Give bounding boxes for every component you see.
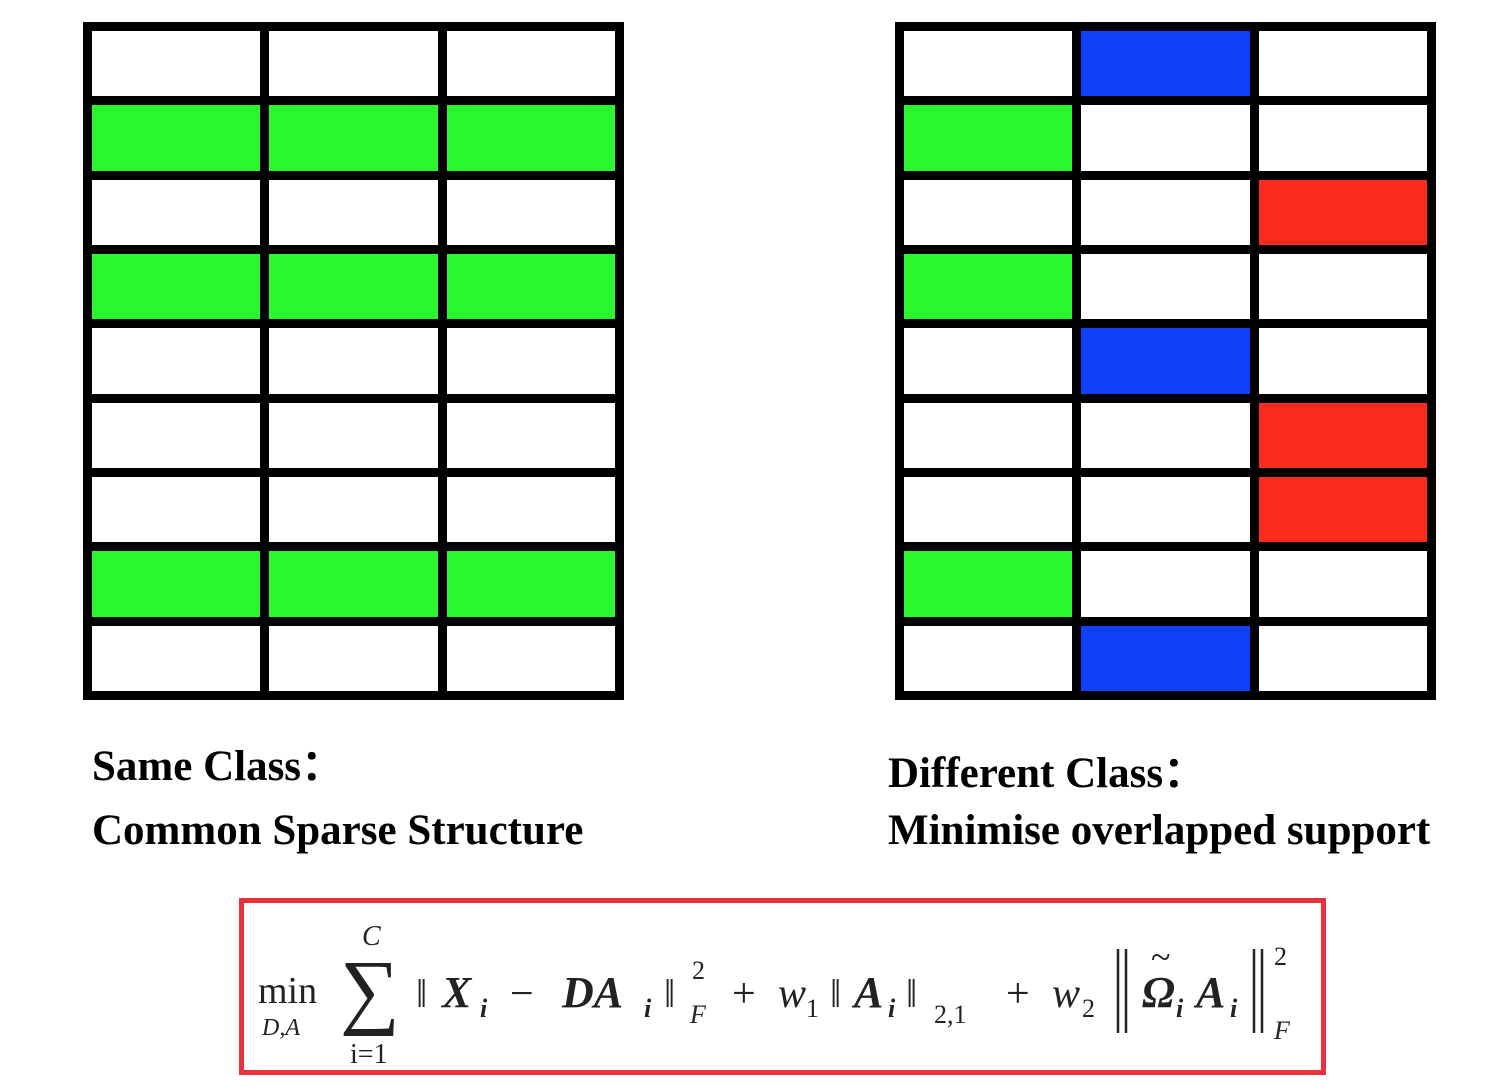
different-class-cell-r5-c1-empty — [904, 328, 1073, 394]
different-class-cell-r3-c3-red — [1258, 179, 1427, 245]
formula-plus-2: + — [1006, 971, 1030, 1017]
different-class-cell-r1-c1-empty — [904, 31, 1073, 97]
formula-X: X — [440, 968, 473, 1017]
different-class-subtitle: Minimise overlapped support — [888, 807, 1431, 854]
formula-norm-close-1: ‖ — [664, 971, 675, 1016]
formula-A-index-1: i — [644, 994, 652, 1023]
formula-w1: w — [778, 971, 806, 1017]
formula-minus: − — [510, 971, 534, 1017]
different-class-cell-r3-c1-empty — [904, 179, 1073, 245]
different-class-title: Different Class： — [888, 750, 1207, 797]
different-class-cell-r8-c1-green — [904, 551, 1073, 617]
same-class-cell-r5-c2-empty — [269, 328, 438, 394]
formula-exp-1: 2 — [692, 956, 705, 985]
different-class-cell-r6-c2-empty — [1081, 402, 1250, 468]
same-class-cell-r3-c1-empty — [92, 179, 261, 245]
formula-sum-upper: C — [362, 921, 381, 952]
formula-Omega: Ω — [1142, 968, 1175, 1017]
same-class-cell-r7-c1-empty — [92, 477, 261, 543]
same-class-cell-r2-c2-green — [269, 105, 438, 171]
formula-sum-symbol: ∑ — [340, 944, 400, 1037]
formula-plus-1: + — [732, 971, 756, 1017]
formula-sum-lower: i=1 — [350, 1039, 388, 1070]
different-class-cell-r5-c2-blue — [1081, 328, 1250, 394]
different-class-cell-r2-c1-green — [904, 105, 1073, 171]
different-class-cell-r9-c1-empty — [904, 625, 1073, 691]
formula-A-index-3: i — [1230, 994, 1238, 1023]
same-class-cell-r9-c1-empty — [92, 625, 261, 691]
formula-min-subscript: D,A — [261, 1015, 300, 1041]
different-class-cell-r1-c3-empty — [1258, 31, 1427, 97]
same-class-cell-r6-c1-empty — [92, 402, 261, 468]
formula-w2: w — [1052, 971, 1080, 1017]
formula-X-index: i — [480, 994, 488, 1023]
same-class-cell-r5-c1-empty — [92, 328, 261, 394]
formula-A-3: A — [1193, 968, 1225, 1017]
different-class-cell-r2-c2-empty — [1081, 105, 1250, 171]
different-class-cell-r4-c3-empty — [1258, 254, 1427, 320]
formula-exp-2: 2 — [1274, 942, 1287, 971]
formula-A-index-2: i — [888, 994, 896, 1023]
same-class-subtitle: Common Sparse Structure — [92, 807, 584, 854]
same-class-cell-r9-c3-empty — [446, 625, 615, 691]
different-class-cell-r3-c2-empty — [1081, 179, 1250, 245]
same-class-cell-r4-c2-green — [269, 254, 438, 320]
same-class-cell-r8-c3-green — [446, 551, 615, 617]
different-class-cell-r9-c3-empty — [1258, 625, 1427, 691]
same-class-cell-r1-c1-empty — [92, 31, 261, 97]
same-class-cell-r9-c2-empty — [269, 625, 438, 691]
formula-min: min — [258, 970, 317, 1012]
same-class-cell-r7-c2-empty — [269, 477, 438, 543]
objective-formula-box: min D,A C ∑ i=1 ‖ X i − DA i ‖ 2 F + w 1… — [239, 898, 1326, 1075]
different-class-cell-r6-c1-empty — [904, 402, 1073, 468]
different-class-grid — [895, 22, 1436, 700]
formula-sub-F-2: F — [1273, 1016, 1291, 1045]
same-class-cell-r1-c2-empty — [269, 31, 438, 97]
same-class-cell-r8-c2-green — [269, 551, 438, 617]
different-class-cell-r4-c2-empty — [1081, 254, 1250, 320]
same-class-title: Same Class： — [92, 743, 345, 790]
same-class-cell-r6-c3-empty — [446, 402, 615, 468]
formula-sub-21: 2,1 — [934, 1000, 967, 1029]
formula-Omega-index: i — [1176, 994, 1184, 1023]
same-class-cell-r6-c2-empty — [269, 402, 438, 468]
same-class-cell-r8-c1-green — [92, 551, 261, 617]
same-class-cell-r4-c3-green — [446, 254, 615, 320]
same-class-cell-r2-c3-green — [446, 105, 615, 171]
same-class-cell-r4-c1-green — [92, 254, 261, 320]
same-class-cell-r2-c1-green — [92, 105, 261, 171]
formula-A-2: A — [851, 968, 883, 1017]
same-class-cell-r7-c3-empty — [446, 477, 615, 543]
different-class-cell-r7-c2-empty — [1081, 477, 1250, 543]
formula-w2-index: 2 — [1082, 994, 1095, 1023]
different-class-cell-r8-c2-empty — [1081, 551, 1250, 617]
different-class-cell-r4-c1-green — [904, 254, 1073, 320]
different-class-cell-r1-c2-blue — [1081, 31, 1250, 97]
different-class-cell-r7-c1-empty — [904, 477, 1073, 543]
same-class-cell-r5-c3-empty — [446, 328, 615, 394]
formula-tilde: ~ — [1151, 937, 1170, 977]
same-class-cell-r3-c3-empty — [446, 179, 615, 245]
formula-DA: DA — [561, 968, 623, 1017]
same-class-grid — [83, 22, 624, 700]
formula-norm-close-2: ‖ — [906, 971, 917, 1016]
same-class-cell-r3-c2-empty — [269, 179, 438, 245]
different-class-cell-r8-c3-empty — [1258, 551, 1427, 617]
objective-formula: min D,A C ∑ i=1 ‖ X i − DA i ‖ 2 F + w 1… — [258, 921, 1291, 1070]
different-class-cell-r9-c2-blue — [1081, 625, 1250, 691]
same-class-cell-r1-c3-empty — [446, 31, 615, 97]
different-class-cell-r5-c3-empty — [1258, 328, 1427, 394]
different-class-cell-r2-c3-empty — [1258, 105, 1427, 171]
formula-sub-F-1: F — [689, 1000, 707, 1029]
different-class-cell-r7-c3-red — [1258, 477, 1427, 543]
different-class-cell-r6-c3-red — [1258, 402, 1427, 468]
formula-w1-index: 1 — [806, 994, 819, 1023]
formula-norm-open-2: ‖ — [830, 971, 841, 1016]
formula-norm-open-1: ‖ — [416, 971, 427, 1016]
